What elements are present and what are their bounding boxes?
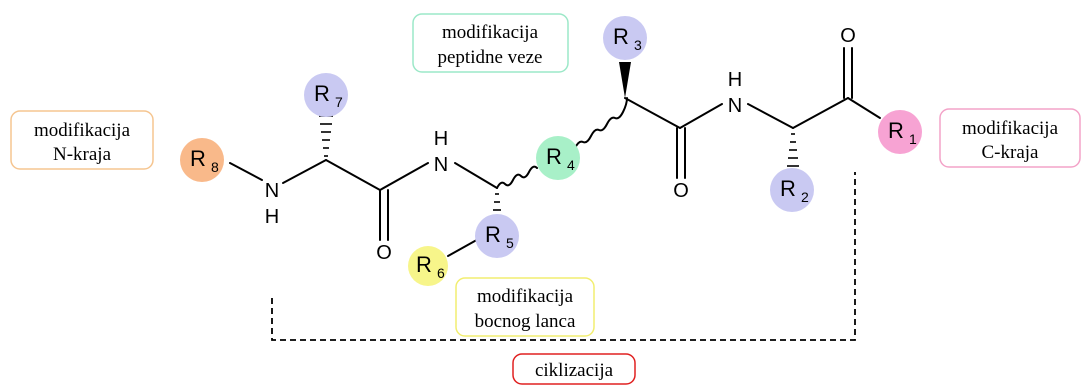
annotation-n-terminus-line-2: N-kraja (53, 144, 112, 165)
r-group-subscript-r5: 5 (506, 235, 514, 251)
atom-o-right: O (840, 25, 856, 47)
annotation-side-chain: modifikacija bocnog lanca (455, 277, 595, 337)
r-group-circle-r5 (475, 214, 519, 258)
r-group-label-r6: R (416, 252, 432, 277)
r-group-subscript-r4: 4 (567, 157, 575, 173)
annotation-peptide-bond-box (412, 13, 569, 73)
annotation-peptide-bond-line-1: modifikacija (442, 22, 539, 43)
atom-n-left: N (265, 180, 279, 202)
atom-h-top: H (434, 128, 448, 150)
r-group-label-r7: R (314, 81, 330, 106)
atom-h-left: H (265, 206, 279, 228)
r-group-circle-r8 (180, 138, 224, 182)
r-group-label-r4: R (546, 144, 562, 169)
atom-h-top-right: H (728, 69, 742, 91)
annotation-n-terminus-box (10, 110, 154, 170)
bond-c4-r1 (847, 97, 881, 119)
hashed-bond-r2 (787, 133, 799, 167)
r-group-circle-r1 (878, 110, 922, 154)
bond-ca1-c1 (325, 159, 381, 191)
r-group-circle-r2 (770, 168, 814, 212)
wavy-bond-r4-ca3 (574, 97, 628, 149)
cyclization-bracket (271, 172, 856, 341)
r-group-circle-r7 (304, 73, 348, 117)
r-group-label-r2: R (780, 176, 796, 201)
atom-n-top: N (434, 154, 448, 176)
annotation-side-chain-line-1: modifikacija (477, 286, 574, 307)
wavy-bond-ca2-r4 (496, 165, 538, 189)
r-group-label-r1: R (888, 118, 904, 143)
annotation-cyclization-box (512, 353, 636, 385)
wedge-bond-r3 (619, 62, 631, 98)
r-group-circle-r3 (603, 16, 647, 60)
bond-r8-n (229, 162, 263, 181)
r-group-subscript-r3: 3 (634, 37, 642, 53)
r-group-subscript-r6: 6 (437, 265, 445, 281)
r-group-label-r3: R (613, 24, 629, 49)
bond-n4-ca4 (747, 103, 794, 129)
atom-o-left: O (376, 242, 392, 264)
annotation-cyclization: ciklizacija (512, 353, 636, 385)
bond-ca3-c3 (624, 97, 681, 129)
annotation-cyclization-line-1: ciklizacija (535, 360, 614, 381)
annotation-side-chain-box (455, 277, 595, 337)
annotation-side-chain-line-2: bocnog lanca (475, 311, 576, 332)
annotation-peptide-bond: modifikacija peptidne veze (412, 13, 569, 73)
bond-n2-ca2 (454, 162, 498, 189)
bond-c1-n2 (379, 162, 429, 191)
backbone-bonds (229, 47, 881, 257)
r-group-subscript-r2: 2 (801, 189, 809, 205)
annotation-peptide-bond-line-2: peptidne veze (438, 47, 543, 68)
atom-n-top-right: N (728, 95, 742, 117)
annotation-c-terminus-box (939, 108, 1081, 168)
hashed-bond-r7 (319, 115, 333, 157)
r-group-subscript-r1: 1 (909, 131, 917, 147)
annotation-n-terminus-line-1: modifikacija (34, 120, 131, 141)
atom-o-mid: O (673, 180, 689, 202)
heteroatoms: N H H N H N O O O (265, 25, 856, 264)
annotation-c-terminus-line-1: modifikacija (962, 118, 1059, 139)
r-group-circle-r4 (536, 136, 580, 180)
r-group-label-r8: R (190, 146, 206, 171)
bond-n-ca1 (282, 159, 327, 184)
annotation-c-terminus: modifikacija C-kraja (939, 108, 1081, 168)
annotation-n-terminus: modifikacija N-kraja (10, 110, 154, 170)
bond-c3-n4 (679, 103, 723, 129)
annotation-c-terminus-line-2: C-kraja (982, 142, 1040, 163)
r-group-circle-r6 (408, 246, 448, 286)
bond-ca4-c4 (792, 97, 849, 129)
r-group-label-r5: R (485, 222, 501, 247)
r-group-subscript-r8: 8 (211, 159, 219, 175)
r-group-subscript-r7: 7 (335, 94, 343, 110)
